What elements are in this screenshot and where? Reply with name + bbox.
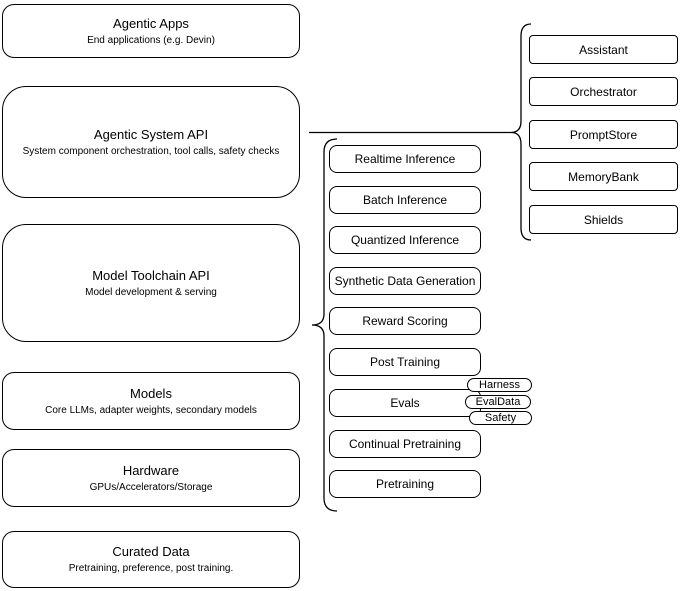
box-continual-pretraining: Continual Pretraining xyxy=(329,430,481,458)
memorybank-label: MemoryBank xyxy=(568,169,639,184)
box-evals: Evals xyxy=(329,389,481,417)
post-training-label: Post Training xyxy=(369,355,441,369)
evaldata-label: EvalData xyxy=(475,396,521,408)
box-agentic-system-api: Agentic System API System component orch… xyxy=(2,86,300,198)
box-hardware: Hardware GPUs/Accelerators/Storage xyxy=(2,449,300,507)
model-toolchain-api-title: Model Toolchain API xyxy=(92,267,210,283)
models-subtitle: Core LLMs, adapter weights, secondary mo… xyxy=(45,404,257,416)
realtime-inference-label: Realtime Inference xyxy=(354,152,456,166)
box-synthetic-data-generation: Synthetic Data Generation xyxy=(329,267,481,295)
curated-data-title: Curated Data xyxy=(112,544,190,559)
box-assistant: Assistant xyxy=(529,35,678,64)
orchestrator-label: Orchestrator xyxy=(570,84,637,99)
assistant-label: Assistant xyxy=(579,42,628,57)
shields-label: Shields xyxy=(583,212,624,227)
box-reward-scoring: Reward Scoring xyxy=(329,307,481,335)
box-realtime-inference: Realtime Inference xyxy=(329,145,481,173)
tag-harness: Harness xyxy=(467,378,532,392)
agentic-apps-title: Agentic Apps xyxy=(113,15,189,31)
hardware-subtitle: GPUs/Accelerators/Storage xyxy=(89,481,213,493)
reward-scoring-label: Reward Scoring xyxy=(362,314,448,328)
tag-evaldata: EvalData xyxy=(465,395,531,409)
evals-label: Evals xyxy=(390,396,420,410)
harness-label: Harness xyxy=(479,379,520,391)
agentic-apps-subtitle: End applications (e.g. Devin) xyxy=(87,34,215,46)
safety-label: Safety xyxy=(484,412,517,424)
box-model-toolchain-api: Model Toolchain API Model development & … xyxy=(2,224,300,342)
agentic-system-api-title: Agentic System API xyxy=(93,126,209,142)
box-agentic-apps: Agentic Apps End applications (e.g. Devi… xyxy=(2,4,300,58)
box-orchestrator: Orchestrator xyxy=(529,77,678,106)
quantized-inference-label: Quantized Inference xyxy=(350,233,460,247)
box-promptstore: PromptStore xyxy=(529,120,678,149)
box-shields: Shields xyxy=(529,205,678,234)
model-toolchain-api-subtitle: Model development & serving xyxy=(85,286,217,298)
promptstore-label: PromptStore xyxy=(569,127,638,142)
system-brace xyxy=(510,23,532,241)
models-title: Models xyxy=(130,385,172,401)
box-memorybank: MemoryBank xyxy=(529,162,678,191)
continual-pretraining-label: Continual Pretraining xyxy=(348,437,462,451)
box-quantized-inference: Quantized Inference xyxy=(329,226,481,254)
hardware-title: Hardware xyxy=(122,462,180,478)
agentic-system-api-subtitle: System component orchestration, tool cal… xyxy=(22,145,280,157)
batch-inference-label: Batch Inference xyxy=(362,193,448,207)
box-batch-inference: Batch Inference xyxy=(329,186,481,214)
pretraining-label: Pretraining xyxy=(375,477,435,491)
curated-data-subtitle: Pretraining, preference, post training. xyxy=(68,563,234,574)
synthetic-data-generation-label: Synthetic Data Generation xyxy=(334,274,476,288)
box-models: Models Core LLMs, adapter weights, secon… xyxy=(2,372,300,430)
tag-safety: Safety xyxy=(469,411,532,425)
box-pretraining: Pretraining xyxy=(329,470,481,498)
box-curated-data: Curated Data Pretraining, preference, po… xyxy=(2,531,300,588)
box-post-training: Post Training xyxy=(329,348,481,376)
